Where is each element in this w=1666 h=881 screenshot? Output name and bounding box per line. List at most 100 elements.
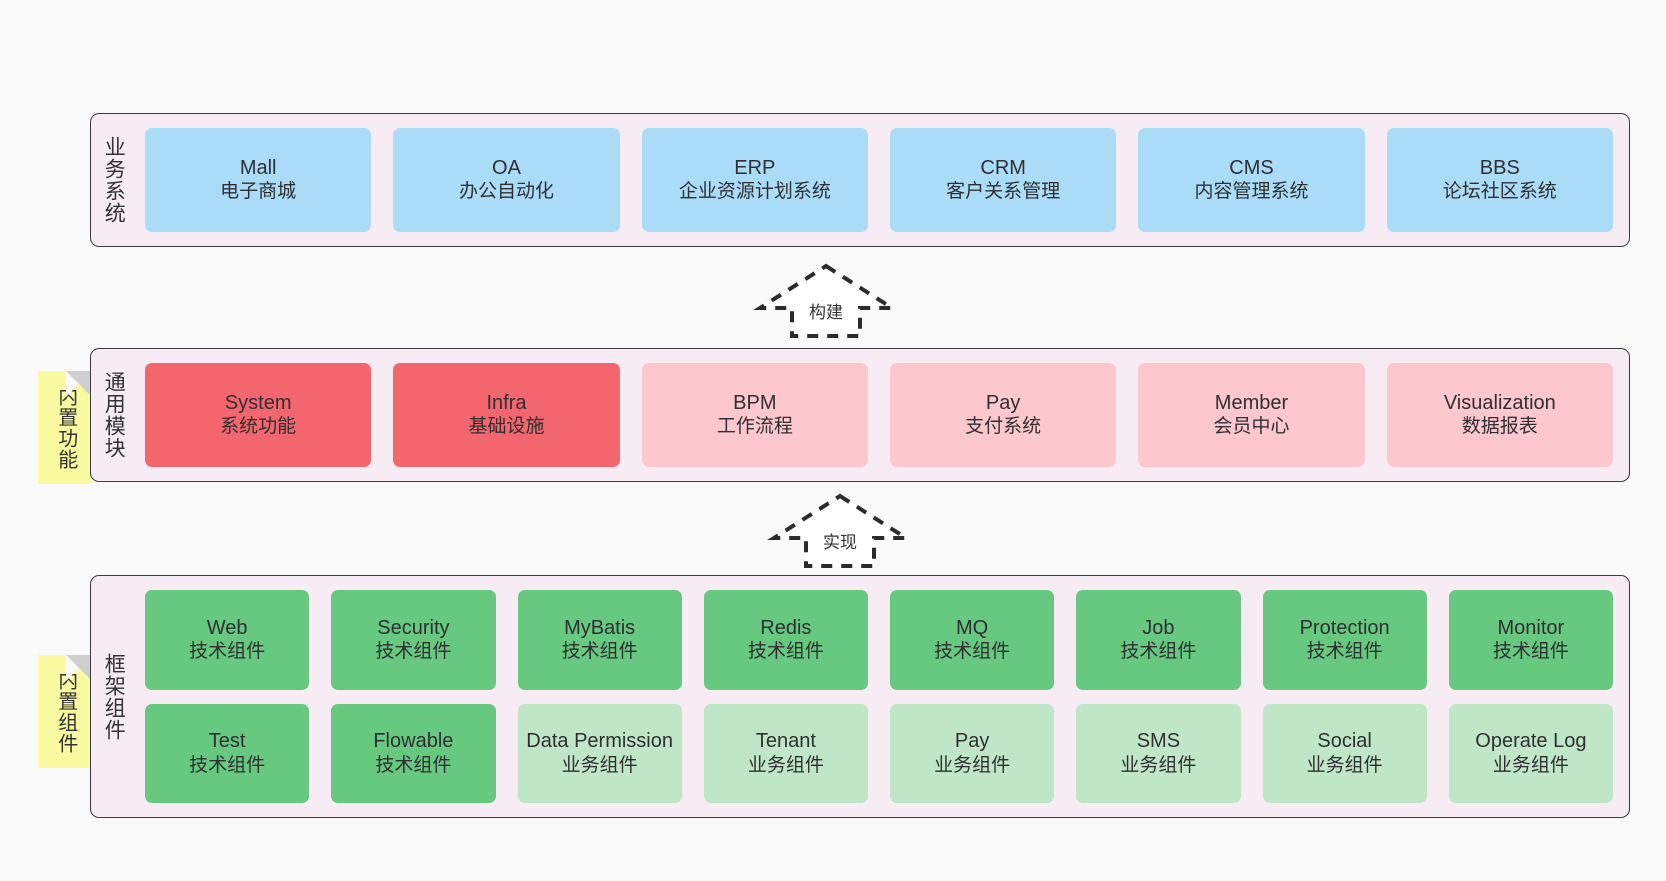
card-title-en: Redis <box>760 616 812 639</box>
card-title-en: Pay <box>985 392 1021 415</box>
card-title-en: SMS <box>1136 730 1181 753</box>
card-subtitle-cn: 基础设施 <box>468 416 545 438</box>
connector-implement: 实现 <box>767 492 913 570</box>
note-fold-corner-icon <box>66 371 92 397</box>
connector-build-label: 构建 <box>809 303 843 322</box>
sticky-note-builtin-components: 内置组件 <box>38 655 92 768</box>
connector-build: 构建 <box>753 262 899 340</box>
card-subtitle-cn: 技术组件 <box>375 754 452 776</box>
card-subtitle-cn: 技术组件 <box>561 641 638 663</box>
card-title-en: Member <box>1214 392 1289 415</box>
layer-title-framework-components: 框架组件 <box>102 652 126 741</box>
card-subtitle-cn: 工作流程 <box>716 416 793 438</box>
card-title-en: Social <box>1317 730 1372 753</box>
sticky-note-builtin-components-label: 内置组件 <box>54 669 77 754</box>
card-subtitle-cn: 技术组件 <box>375 641 452 663</box>
card-subtitle-cn: 业务组件 <box>934 754 1011 776</box>
card-title-en: Operate Log <box>1475 730 1587 753</box>
card-subtitle-cn: 支付系统 <box>965 416 1042 438</box>
sticky-note-builtin-features: 内置功能 <box>38 371 92 484</box>
card-title-en: BPM <box>733 392 777 415</box>
connector-implement-label: 实现 <box>823 533 857 552</box>
card-subtitle-cn: 电子商城 <box>220 181 297 203</box>
card-title-en: Web <box>206 616 248 639</box>
card-subtitle-cn: 系统功能 <box>220 416 297 438</box>
card-subtitle-cn: 企业资源计划系统 <box>678 181 831 203</box>
card-subtitle-cn: 技术组件 <box>934 641 1011 663</box>
sticky-note-builtin-features-label: 内置功能 <box>54 385 77 470</box>
card-title-en: OA <box>492 157 521 180</box>
card-title-en: Job <box>1142 616 1175 639</box>
card-subtitle-cn: 业务组件 <box>1306 754 1383 776</box>
connector-implement-shape <box>767 493 913 568</box>
card-title-en: Mall <box>239 157 277 180</box>
card-title-en: ERP <box>734 157 776 180</box>
card-title-en: Data Permission <box>526 730 673 753</box>
card-subtitle-cn: 业务组件 <box>561 754 638 776</box>
card-title-en: Protection <box>1299 616 1390 639</box>
note-fold-corner-icon <box>66 655 92 681</box>
card-title-en: MyBatis <box>564 616 636 639</box>
card-title-en: Test <box>208 730 246 753</box>
card-subtitle-cn: 论坛社区系统 <box>1442 181 1557 203</box>
card-subtitle-cn: 业务组件 <box>1120 754 1197 776</box>
card-title-en: Flowable <box>373 730 454 753</box>
card-subtitle-cn: 业务组件 <box>747 754 824 776</box>
card-title-en: CMS <box>1229 157 1274 180</box>
card-subtitle-cn: 数据报表 <box>1461 416 1538 438</box>
card-subtitle-cn: 会员中心 <box>1213 416 1290 438</box>
card-title-en: Tenant <box>755 730 816 753</box>
card-title-en: MQ <box>956 616 989 639</box>
card-subtitle-cn: 业务组件 <box>1492 754 1569 776</box>
card-title-en: Visualization <box>1443 392 1556 415</box>
connector-build-shape <box>753 263 899 338</box>
card-title-en: CRM <box>980 157 1026 180</box>
layer-title-business-systems: 业务系统 <box>102 136 126 224</box>
card-title-en: Security <box>377 616 450 639</box>
card-title-en: BBS <box>1479 157 1520 180</box>
card-subtitle-cn: 技术组件 <box>1306 641 1383 663</box>
card-subtitle-cn: 办公自动化 <box>458 181 554 203</box>
card-subtitle-cn: 技术组件 <box>189 641 266 663</box>
card-title-en: Pay <box>954 730 990 753</box>
